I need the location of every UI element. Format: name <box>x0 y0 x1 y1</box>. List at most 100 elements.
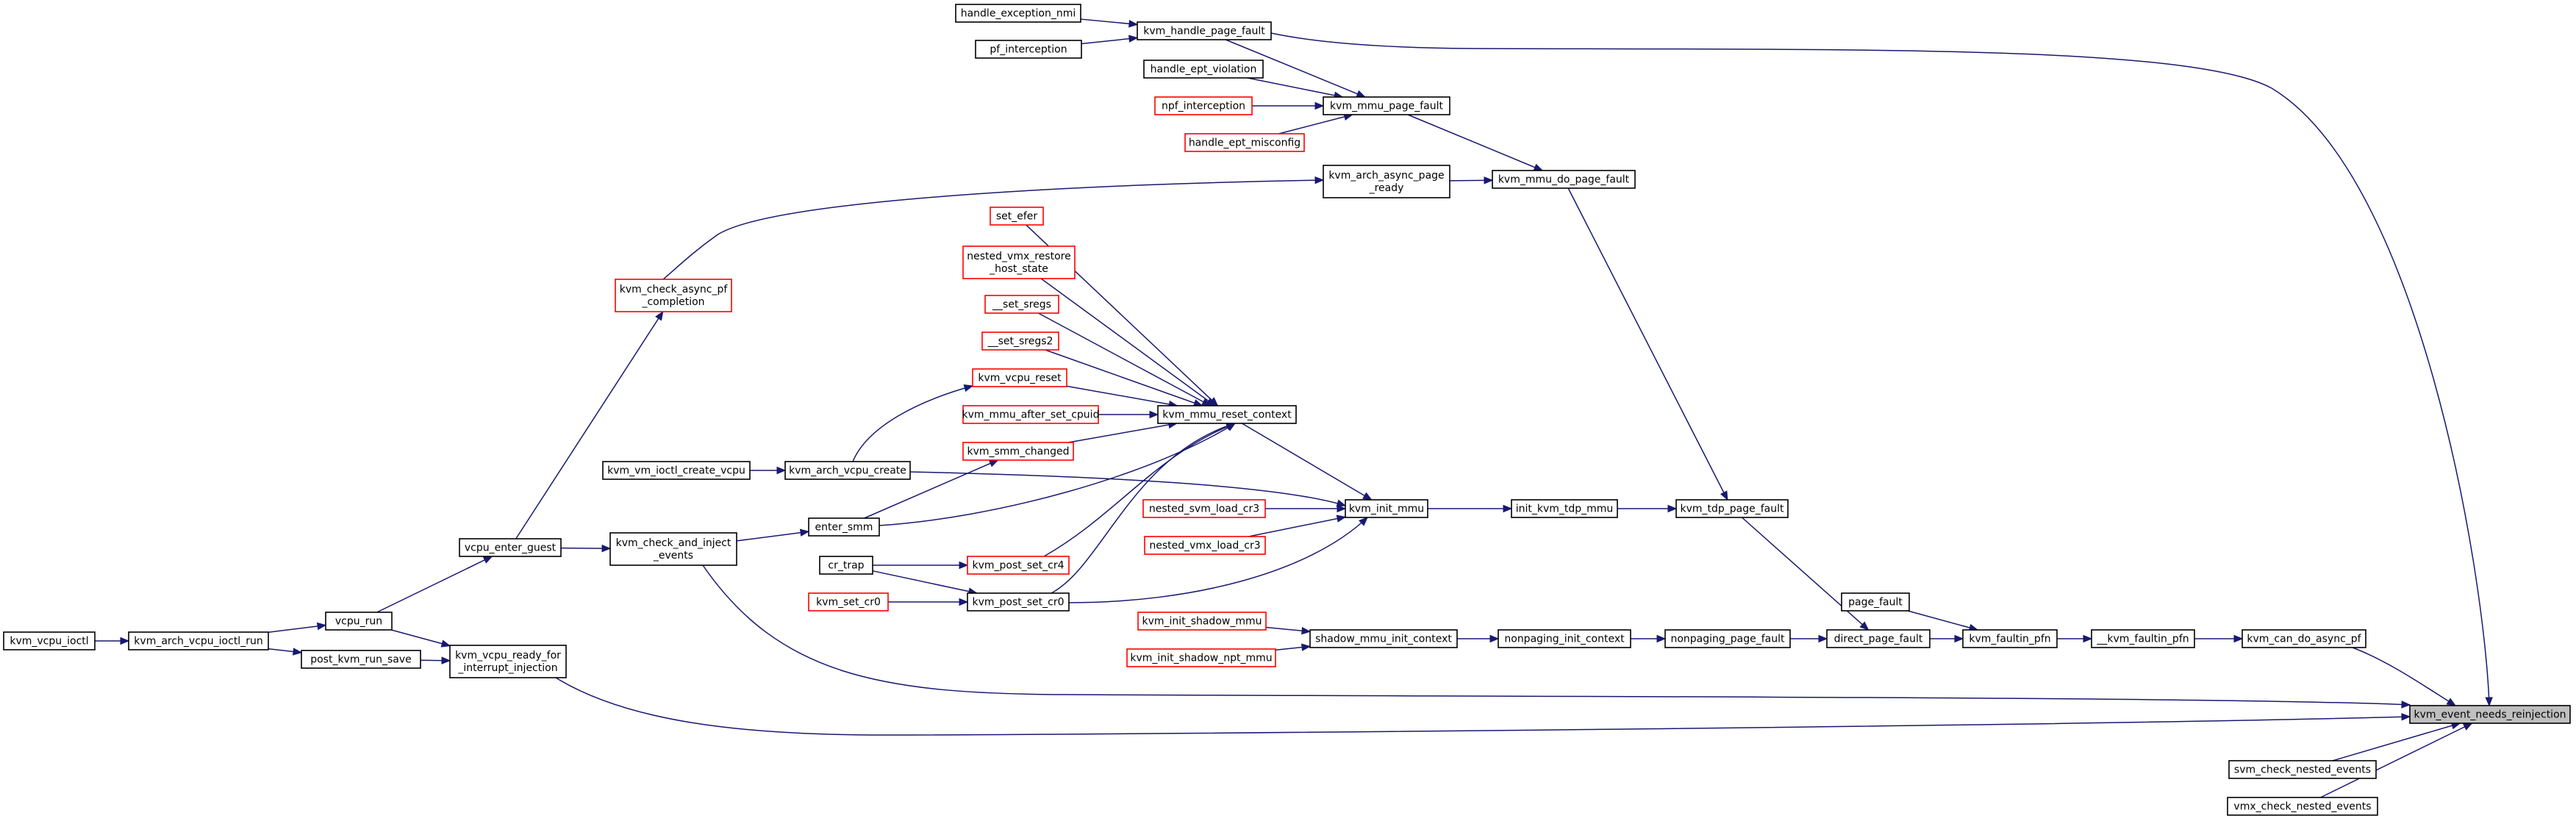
node-label: page_fault <box>1848 597 1903 609</box>
node-kvm-mmu-reset-context[interactable]: kvm_mmu_reset_context <box>1157 405 1297 424</box>
node-nonpaging-init-context[interactable]: nonpaging_init_context <box>1498 629 1631 648</box>
node-label: kvm_mmu_page_fault <box>1330 101 1443 112</box>
node-enter-smm[interactable]: enter_smm <box>808 517 880 537</box>
node-box <box>301 650 421 669</box>
node-handle-exception-nmi[interactable]: handle_exception_nmi <box>955 4 1081 23</box>
node-handle-ept-violation[interactable]: handle_ept_violation <box>1143 60 1264 79</box>
node-kvm-mmu-after-set-cpuid[interactable]: kvm_mmu_after_set_cpuid <box>962 405 1100 424</box>
node-npf-interception[interactable]: npf_interception <box>1154 96 1253 115</box>
call-edge <box>268 624 326 633</box>
node-svm-check-nested-events[interactable]: svm_check_nested_events <box>2228 760 2377 779</box>
node-label: kvm_event_needs_reinjection <box>2414 709 2566 721</box>
node-box <box>1137 21 1272 40</box>
node-post-kvm-run-save[interactable]: post_kvm_run_save <box>301 650 421 669</box>
node-box <box>981 331 1059 351</box>
node-kvm-init-shadow-npt-mmu[interactable]: kvm_init_shadow_npt_mmu <box>1126 648 1276 667</box>
node-direct-page-fault[interactable]: direct_page_fault <box>1826 629 1931 648</box>
call-edge <box>1248 516 1346 537</box>
call-edge <box>662 179 1324 280</box>
node-kvm-smm-changed[interactable]: kvm_smm_changed <box>962 442 1074 461</box>
node-kvm-faultin-pfn[interactable]: kvm_faultin_pfn <box>1962 629 2058 648</box>
node-pf-interception[interactable]: pf_interception <box>975 40 1082 59</box>
node-kvm-event-needs-reinjection[interactable]: kvm_event_needs_reinjection <box>2409 705 2571 724</box>
node-kvm-mmu-do-page-fault[interactable]: kvm_mmu_do_page_fault <box>1492 170 1636 189</box>
call-edge <box>1247 77 1343 98</box>
node-label: direct_page_fault <box>1834 634 1923 645</box>
node-label: kvm_check_and_inject <box>616 537 731 549</box>
node-box <box>1142 499 1266 518</box>
node-set-sregs[interactable]: __set_sregs <box>984 295 1059 314</box>
call-edge <box>1567 187 1728 501</box>
arrowhead <box>2462 723 2473 731</box>
node-kvm-init-shadow-mmu[interactable]: kvm_init_shadow_mmu <box>1137 612 1267 631</box>
node-label: vmx_check_nested_events <box>2233 801 2371 813</box>
call-edge <box>1068 517 1368 603</box>
arrowhead <box>2083 634 2093 643</box>
node-nested-vmx-restore-host-state[interactable]: nested_vmx_restore_host_state <box>962 245 1076 279</box>
arrowhead <box>1314 101 1325 110</box>
node-nested-vmx-load-cr3[interactable]: nested_vmx_load_cr3 <box>1144 536 1266 555</box>
node-handle-ept-misconfig[interactable]: handle_ept_misconfig <box>1184 133 1305 152</box>
node-kvm-check-and-inject-events[interactable]: kvm_check_and_inject_events <box>609 532 737 566</box>
node-label: shadow_mmu_init_context <box>1315 634 1452 645</box>
node-label: nested_svm_load_cr3 <box>1149 503 1259 515</box>
node-box <box>1323 165 1450 198</box>
node-label: kvm_smm_changed <box>967 446 1069 458</box>
arrowhead <box>1489 634 1500 643</box>
node-vcpu-run[interactable]: vcpu_run <box>325 612 393 631</box>
node-label: _events <box>653 550 693 562</box>
arrowhead <box>441 656 451 664</box>
node-kvm-arch-vcpu-ioctl-run[interactable]: kvm_arch_vcpu_ioctl_run <box>128 631 269 650</box>
call-edge <box>1066 385 1178 406</box>
node-label: handle_exception_nmi <box>961 8 1076 20</box>
node-kvm-set-cr0[interactable]: kvm_set_cr0 <box>808 592 889 612</box>
node-kvm-can-do-async-pf[interactable]: kvm_can_do_async_pf <box>2242 629 2366 648</box>
node-kvm-post-set-cr0[interactable]: kvm_post_set_cr0 <box>967 592 1070 612</box>
node-page-fault[interactable]: page_fault <box>1841 592 1910 612</box>
node-kvm-mmu-page-fault[interactable]: kvm_mmu_page_fault <box>1323 96 1450 115</box>
node-kvm-vcpu-ready-for-interrupt-injection[interactable]: kvm_vcpu_ready_for_interrupt_injection <box>449 645 567 678</box>
node-set-sregs2[interactable]: __set_sregs2 <box>981 331 1059 351</box>
arrowhead <box>1484 176 1494 184</box>
node-label: kvm_post_set_cr4 <box>972 560 1064 572</box>
node-label: __kvm_faultin_pfn <box>2096 634 2189 645</box>
call-edges <box>95 18 2493 798</box>
node-kvm-init-mmu[interactable]: kvm_init_mmu <box>1345 499 1428 518</box>
node-kvm-arch-async-page-ready[interactable]: kvm_arch_async_page_ready <box>1323 165 1450 198</box>
node-label: enter_smm <box>815 522 873 534</box>
node-label: _interrupt_injection <box>457 662 557 674</box>
node-kvm-vcpu-ioctl[interactable]: kvm_vcpu_ioctl <box>3 631 96 650</box>
arrowhead <box>959 561 969 570</box>
arrowhead <box>1656 634 1667 643</box>
node-label: kvm_set_cr0 <box>816 597 881 609</box>
node-kvm-faultin-pfn[interactable]: __kvm_faultin_pfn <box>2091 629 2195 648</box>
node-kvm-arch-vcpu-create[interactable]: kvm_arch_vcpu_create <box>784 461 911 480</box>
function-nodes: handle_exception_nmi kvm_handle_page_faul… <box>3 4 2571 816</box>
node-kvm-handle-page-fault[interactable]: kvm_handle_page_fault <box>1137 21 1272 40</box>
node-set-efer[interactable]: set_efer <box>990 207 1044 226</box>
arrowhead <box>1314 176 1325 184</box>
node-nested-svm-load-cr3[interactable]: nested_svm_load_cr3 <box>1142 499 1266 518</box>
node-box <box>1309 629 1458 648</box>
node-kvm-check-async-pf-completion[interactable]: kvm_check_async_pf_completion <box>615 279 732 312</box>
node-kvm-post-set-cr4[interactable]: kvm_post_set_cr4 <box>967 556 1070 575</box>
node-kvm-tdp-page-fault[interactable]: kvm_tdp_page_fault <box>1675 499 1789 518</box>
node-box <box>1184 133 1305 152</box>
node-box <box>2091 629 2195 648</box>
node-kvm-vcpu-reset[interactable]: kvm_vcpu_reset <box>972 368 1067 387</box>
node-box <box>808 517 880 537</box>
node-label: kvm_arch_async_page <box>1328 170 1444 182</box>
node-nonpaging-page-fault[interactable]: nonpaging_page_fault <box>1664 629 1791 648</box>
node-box <box>1826 629 1931 648</box>
call-edge <box>1043 423 1236 557</box>
node-shadow-mmu-init-context[interactable]: shadow_mmu_init_context <box>1309 629 1458 648</box>
node-cr-trap[interactable]: cr_trap <box>819 556 873 575</box>
node-kvm-vm-ioctl-create-vcpu[interactable]: kvm_vm_ioctl_create_vcpu <box>602 461 751 480</box>
arrowhead <box>1301 626 1312 635</box>
node-box <box>1137 612 1267 631</box>
node-box <box>1157 405 1297 424</box>
node-vcpu-enter-guest[interactable]: vcpu_enter_guest <box>459 538 562 557</box>
node-init-kvm-tdp-mmu[interactable]: init_kvm_tdp_mmu <box>1511 499 1618 518</box>
arrowhead <box>120 637 130 645</box>
node-vmx-check-nested-events[interactable]: vmx_check_nested_events <box>2227 797 2378 816</box>
